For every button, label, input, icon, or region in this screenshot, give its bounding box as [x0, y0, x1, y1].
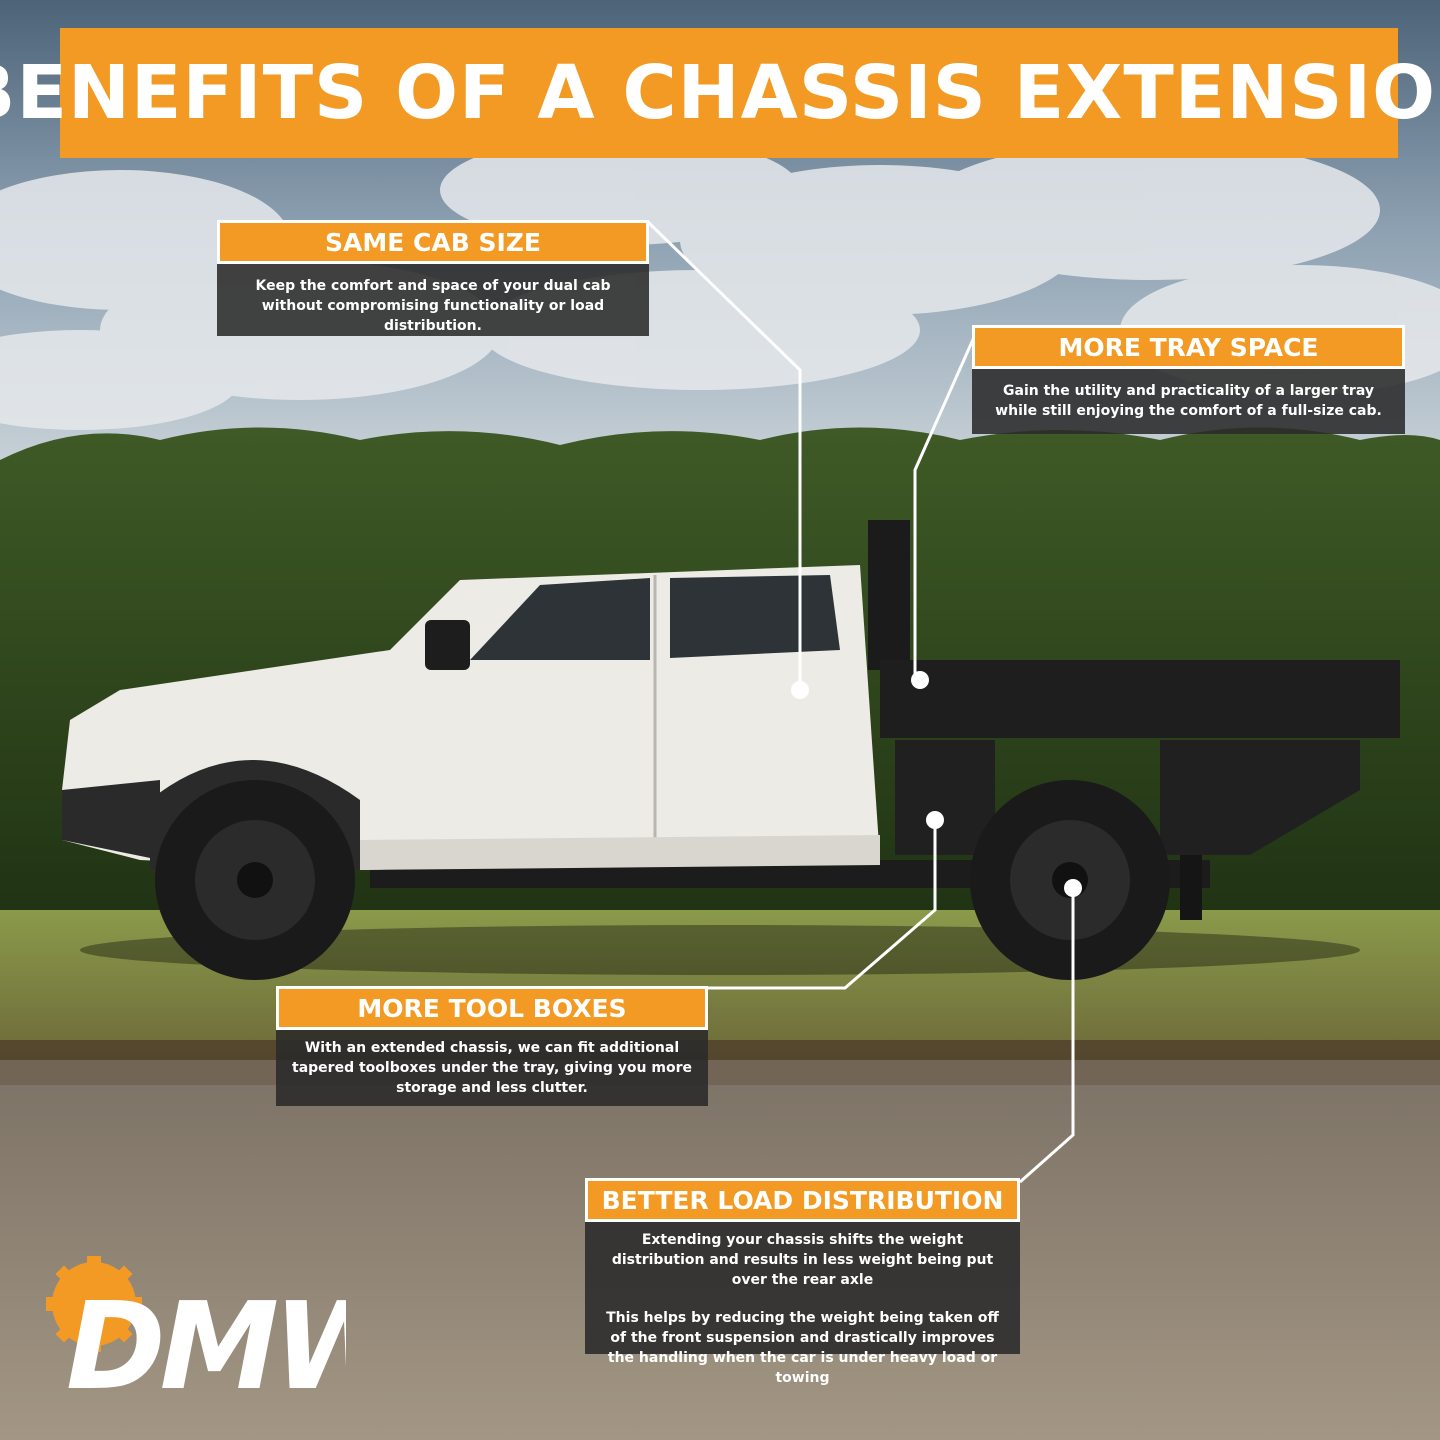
- callout-text: Keep the comfort and space of your dual …: [217, 264, 649, 336]
- callout-heading: BETTER LOAD DISTRIBUTION: [585, 1178, 1020, 1222]
- truck: [62, 520, 1400, 980]
- logo-text: DMW: [66, 1278, 346, 1396]
- callout-heading: MORE TRAY SPACE: [972, 325, 1405, 369]
- callout-same-cab-size: SAME CAB SIZE Keep the comfort and space…: [217, 220, 649, 336]
- callout-more-tray-space: MORE TRAY SPACE Gain the utility and pra…: [972, 325, 1405, 434]
- callout-paragraph: With an extended chassis, we can fit add…: [292, 1040, 692, 1096]
- callout-text: Extending your chassis shifts the weight…: [585, 1222, 1020, 1386]
- callout-heading: SAME CAB SIZE: [217, 220, 649, 264]
- callout-heading: MORE TOOL BOXES: [276, 986, 708, 1030]
- leader-dots: [791, 671, 1082, 897]
- dirt-edge: [0, 1040, 1440, 1090]
- leader-lines: [646, 220, 1075, 1184]
- callout-paragraph: This helps by reducing the weight being …: [606, 1310, 999, 1386]
- title-banner: BENEFITS OF A CHASSIS EXTENSION: [0, 28, 1440, 158]
- dmw-logo: DMW: [46, 1256, 346, 1396]
- callout-better-load-distribution: BETTER LOAD DISTRIBUTION Extending your …: [585, 1178, 1020, 1386]
- gear-icon: [46, 1256, 142, 1352]
- page-title: BENEFITS OF A CHASSIS EXTENSION: [0, 50, 1440, 136]
- callout-more-tool-boxes: MORE TOOL BOXES With an extended chassis…: [276, 986, 708, 1106]
- callout-paragraph: Extending your chassis shifts the weight…: [611, 1232, 994, 1288]
- callout-paragraph: Gain the utility and practicality of a l…: [995, 383, 1382, 419]
- callout-text: Gain the utility and practicality of a l…: [972, 369, 1405, 434]
- callout-paragraph: Keep the comfort and space of your dual …: [255, 278, 611, 334]
- callout-text: With an extended chassis, we can fit add…: [276, 1030, 708, 1106]
